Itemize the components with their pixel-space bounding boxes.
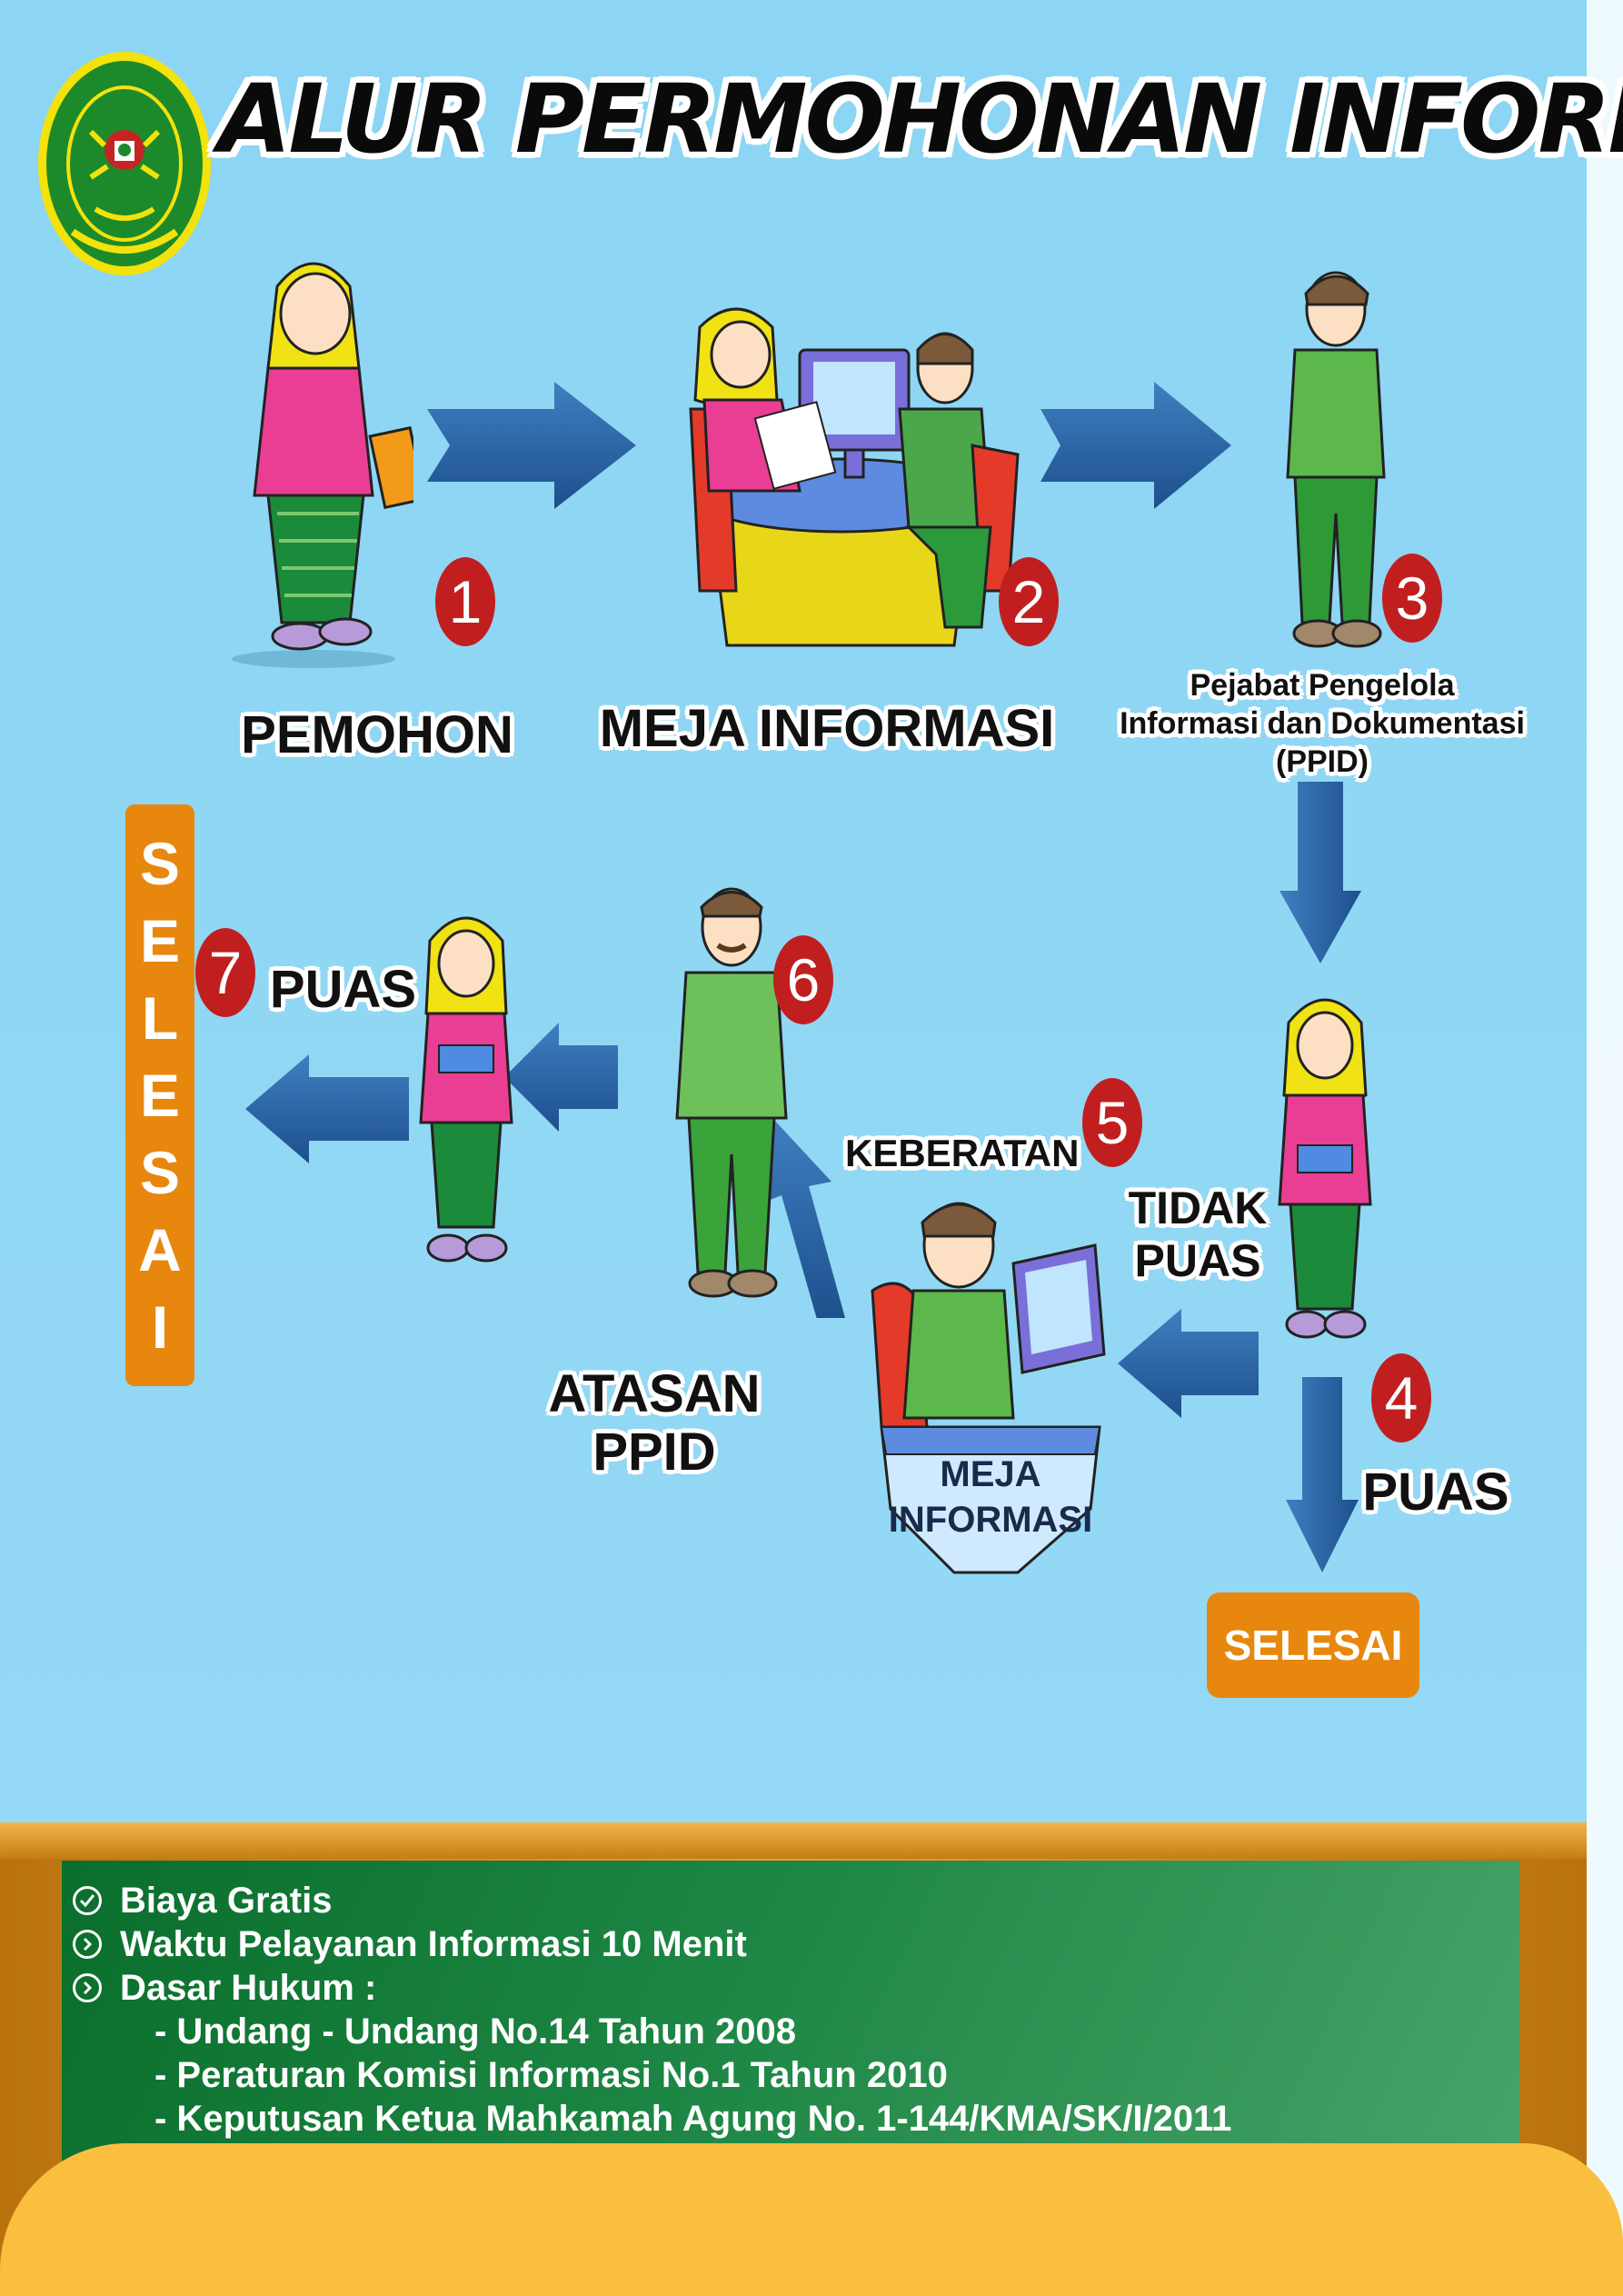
- ppid-label-line-2: Informasi dan Dokumentasi: [1120, 706, 1525, 741]
- arrow-up-left-icon: [759, 1118, 845, 1318]
- note-text: Waktu Pelayanan Informasi 10 Menit: [120, 1924, 747, 1964]
- notes-list: Biaya Gratis Waktu Pelayanan Informasi 1…: [73, 1879, 1231, 2141]
- ppid-officer-figure: [1286, 271, 1386, 648]
- ppid-supervisor-figure: [675, 887, 788, 1298]
- arrow-left-icon: [245, 1054, 409, 1163]
- arrow-left-icon: [1118, 1309, 1259, 1418]
- finish-letter: E: [139, 906, 181, 974]
- finish-letter: S: [139, 829, 181, 897]
- finish-letter: S: [139, 1139, 181, 1207]
- step-5-label: KEBERATAN: [845, 1132, 1080, 1174]
- note-text: Dasar Hukum :: [120, 1968, 377, 2008]
- arrow-right-icon: [1041, 382, 1231, 509]
- finish-letter: A: [138, 1216, 182, 1284]
- legal-basis-item: - Keputusan Ketua Mahkamah Agung No. 1-1…: [154, 2099, 1232, 2139]
- arrow-down-icon: [1279, 782, 1361, 963]
- step-3-badge: [1382, 554, 1442, 643]
- atasan-label-line-2: PPID: [592, 1423, 716, 1482]
- desk-sign-line-1: MEJA: [940, 1454, 1041, 1494]
- note-item: Biaya Gratis: [73, 1879, 1231, 1922]
- tidak-puas-label: TIDAK PUAS: [1116, 1182, 1279, 1287]
- arrow-left-icon: [504, 1023, 618, 1132]
- note-item: Waktu Pelayanan Informasi 10 Menit: [73, 1922, 1231, 1966]
- finish-letter: I: [151, 1293, 169, 1362]
- information-desk-figure: [689, 307, 1020, 647]
- step-2-label: MEJA INFORMASI: [599, 699, 1055, 758]
- atasan-label-line-1: ATASAN: [548, 1364, 761, 1423]
- applicant-satisfied-figure: [419, 916, 513, 1263]
- court-emblem-icon: [38, 52, 211, 275]
- step-2-badge: [999, 557, 1059, 646]
- chevron-circle-icon: [73, 1973, 102, 2002]
- page-title: ALUR PERMOHONAN INFORMASI: [218, 64, 1623, 175]
- ppid-label-line-1: Pejabat Pengelola: [1190, 668, 1455, 703]
- step-3-label: Pejabat Pengelola Informasi dan Dokument…: [1095, 666, 1549, 781]
- arrow-right-icon: [427, 382, 636, 509]
- step-6-label: ATASAN PPID: [536, 1365, 772, 1482]
- step-7-label: PUAS: [269, 960, 417, 1019]
- finish-letter: L: [141, 983, 179, 1052]
- step-2-number: 2: [1011, 568, 1046, 635]
- legal-basis-item: - Peraturan Komisi Informasi No.1 Tahun …: [154, 2055, 948, 2095]
- objection-desk-figure: MEJA INFORMASI: [871, 1202, 1106, 1574]
- step-4-label: PUAS: [1362, 1462, 1509, 1522]
- step-7-number: 7: [208, 939, 243, 1006]
- step-7-badge: [195, 928, 255, 1017]
- footer-band: [0, 2143, 1623, 2296]
- chevron-circle-icon: [73, 1930, 102, 1959]
- finish-letter: E: [139, 1061, 181, 1129]
- applicant-waiting-figure: [1278, 998, 1372, 1339]
- tidak-puas-line-1: TIDAK: [1128, 1183, 1268, 1233]
- desk-sign-line-2: INFORMASI: [889, 1500, 1092, 1540]
- step-1-number: 1: [448, 568, 483, 635]
- step-5-badge: [1082, 1078, 1142, 1167]
- step-6-badge: [773, 935, 833, 1024]
- step-4-badge: [1371, 1353, 1431, 1442]
- tidak-puas-line-2: PUAS: [1134, 1235, 1261, 1286]
- arrow-down-icon: [1286, 1377, 1359, 1572]
- note-text: Biaya Gratis: [120, 1881, 333, 1921]
- applicant-figure: [232, 262, 413, 668]
- note-item: Dasar Hukum :: [73, 1966, 1231, 2010]
- step-4-number: 4: [1384, 1364, 1419, 1432]
- step-6-number: 6: [786, 946, 821, 1013]
- step-3-number: 3: [1395, 564, 1429, 632]
- board-top-rail: [0, 1822, 1587, 1859]
- page-edge: [1587, 0, 1623, 2296]
- finish-vertical-box: S E L E S A I: [125, 804, 194, 1386]
- check-icon: [73, 1886, 102, 1915]
- step-5-number: 5: [1095, 1089, 1130, 1156]
- finish-box: SELESAI: [1207, 1592, 1419, 1698]
- step-1-badge: [435, 557, 495, 646]
- step-1-label: PEMOHON: [241, 705, 513, 764]
- ppid-label-line-3: (PPID): [1276, 744, 1369, 779]
- legal-basis-item: - Undang - Undang No.14 Tahun 2008: [154, 2011, 796, 2051]
